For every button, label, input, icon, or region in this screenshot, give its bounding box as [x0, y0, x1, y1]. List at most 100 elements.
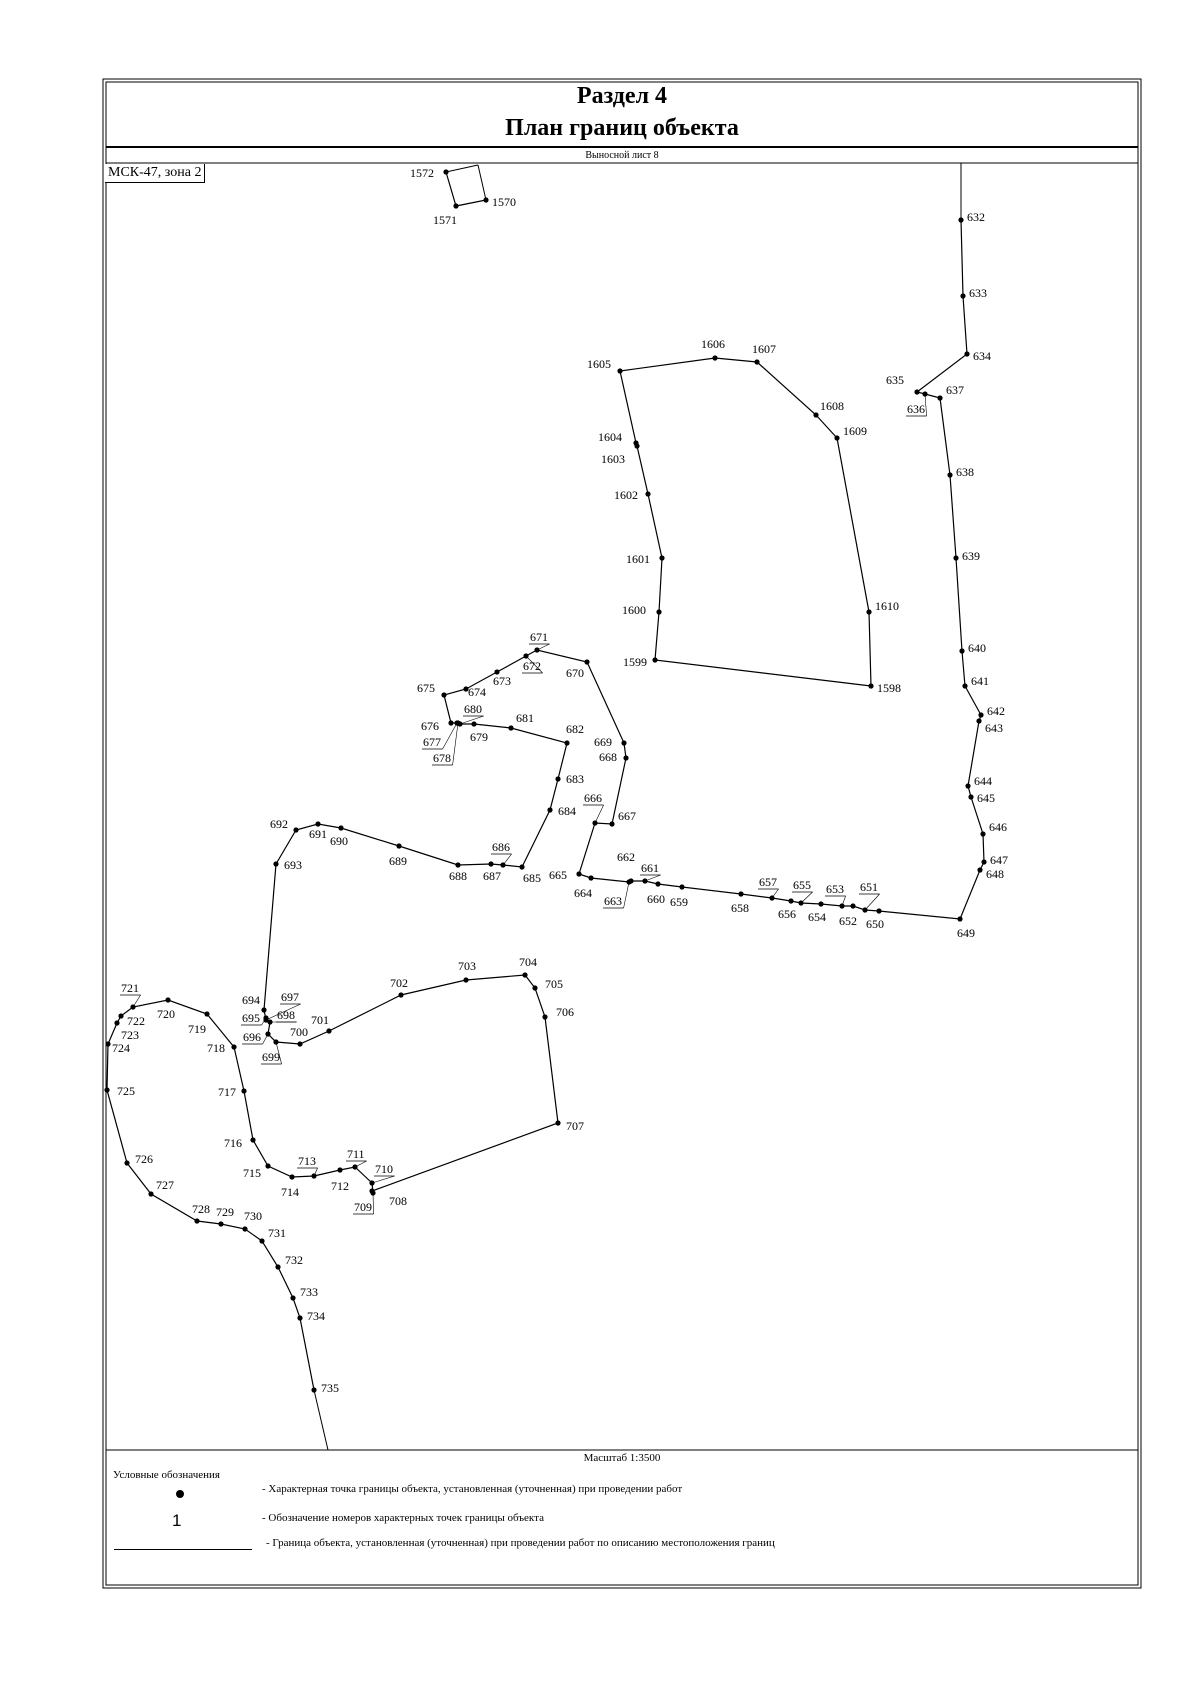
point-label-735: 735: [321, 1381, 339, 1395]
point-label-1608: 1608: [820, 399, 844, 413]
point-label-1604: 1604: [598, 430, 622, 444]
point-label-731: 731: [268, 1226, 286, 1240]
point-label-648: 648: [986, 867, 1004, 881]
point-label-694: 694: [242, 993, 260, 1007]
boundary-point-669: [621, 740, 627, 746]
point-label-leader-699: [275, 1041, 282, 1065]
boundary-point-728: [194, 1218, 200, 1224]
point-label-leader-655: [800, 891, 813, 904]
boundary-point-640: [959, 648, 965, 654]
boundary-point-702: [398, 992, 404, 998]
boundary-point-687: [488, 861, 494, 867]
boundary-point-704: [522, 972, 528, 978]
point-label-732: 732: [285, 1253, 303, 1267]
frame-outer: [102, 78, 1142, 1589]
point-label-642: 642: [987, 704, 1005, 718]
boundary-point-707: [555, 1120, 561, 1126]
boundary-point-682: [564, 740, 570, 746]
point-label-693: 693: [284, 858, 302, 872]
point-label-709: 709: [354, 1200, 372, 1214]
point-label-641: 641: [971, 674, 989, 688]
point-label-690: 690: [330, 834, 348, 848]
boundary-labels: 6326336346356366376386396406416426436446…: [112, 166, 1008, 1395]
boundary-point-645: [968, 794, 974, 800]
point-label-680: 680: [464, 702, 482, 716]
boundary-point-644: [965, 783, 971, 789]
boundary-point-676: [448, 720, 454, 726]
point-label-1610: 1610: [875, 599, 899, 613]
boundary-point-706: [542, 1014, 548, 1020]
point-label-647: 647: [990, 853, 1008, 867]
point-label-686: 686: [492, 840, 510, 854]
point-label-640: 640: [968, 641, 986, 655]
point-label-664: 664: [574, 886, 592, 900]
point-label-706: 706: [556, 1005, 574, 1019]
point-label-710: 710: [375, 1162, 393, 1176]
point-label-634: 634: [973, 349, 991, 363]
point-label-1609: 1609: [843, 424, 867, 438]
boundary-point-691: [315, 821, 321, 827]
point-label-696: 696: [243, 1030, 261, 1044]
point-label-645: 645: [977, 791, 995, 805]
boundary-point-1600: [656, 609, 662, 615]
boundary-point-700: [297, 1041, 303, 1047]
boundary-line-2: [619, 357, 872, 687]
point-label-695: 695: [242, 1011, 260, 1025]
point-label-703: 703: [458, 959, 476, 973]
point-label-677: 677: [423, 735, 441, 749]
point-label-704: 704: [519, 955, 537, 969]
boundary-point-693: [273, 861, 279, 867]
boundary-point-632: [958, 217, 964, 223]
legend-point-symbol: [176, 1490, 184, 1498]
point-label-leader-695: [261, 1017, 267, 1026]
boundary-point-1607: [754, 359, 760, 365]
point-label-leader-686: [502, 853, 512, 866]
point-label-1603: 1603: [601, 452, 625, 466]
point-label-632: 632: [967, 210, 985, 224]
boundary-point-637: [937, 395, 943, 401]
boundary-point-670: [584, 659, 590, 665]
point-label-679: 679: [470, 730, 488, 744]
boundary-point-675: [441, 692, 447, 698]
boundary-point-656: [788, 898, 794, 904]
point-label-701: 701: [311, 1013, 329, 1027]
point-label-leader-709: [372, 1192, 374, 1215]
boundary-point-720: [165, 997, 171, 1003]
point-label-708: 708: [389, 1194, 407, 1208]
point-label-707: 707: [566, 1119, 584, 1133]
point-label-734: 734: [307, 1309, 325, 1323]
boundary-point-659: [679, 884, 685, 890]
point-label-leader-696: [262, 1033, 269, 1045]
boundary-point-681: [508, 725, 514, 731]
point-label-644: 644: [974, 774, 992, 788]
point-label-715: 715: [243, 1166, 261, 1180]
point-label-687: 687: [483, 869, 501, 883]
boundary-point-729: [218, 1221, 224, 1227]
legend-line-description: - Граница объекта, установленная (уточне…: [266, 1537, 775, 1549]
point-label-654: 654: [808, 910, 826, 924]
point-label-700: 700: [290, 1025, 308, 1039]
point-label-637: 637: [946, 383, 964, 397]
point-label-678: 678: [433, 751, 451, 765]
point-label-660: 660: [647, 892, 665, 906]
boundary-point-652: [850, 903, 856, 909]
boundary-line-3: [106, 219, 985, 1391]
sheet-label: Выносной лист 8: [585, 150, 659, 161]
point-label-leader-711: [354, 1160, 367, 1168]
boundary-point-705: [532, 985, 538, 991]
legend-title: Условные обозначения: [113, 1469, 220, 1481]
boundary-point-726: [124, 1160, 130, 1166]
point-label-688: 688: [449, 869, 467, 883]
point-label-673: 673: [493, 674, 511, 688]
point-label-leader-697: [265, 1003, 301, 1021]
legend-label-description: - Обозначение номеров характерных точек …: [262, 1512, 544, 1524]
point-label-635: 635: [886, 373, 904, 387]
point-label-716: 716: [224, 1136, 242, 1150]
point-label-720: 720: [157, 1007, 175, 1021]
boundary-point-665: [576, 871, 582, 877]
boundary-point-654: [818, 901, 824, 907]
boundary-point-642: [978, 712, 984, 718]
point-label-638: 638: [956, 465, 974, 479]
boundary-point-694: [261, 1007, 267, 1013]
